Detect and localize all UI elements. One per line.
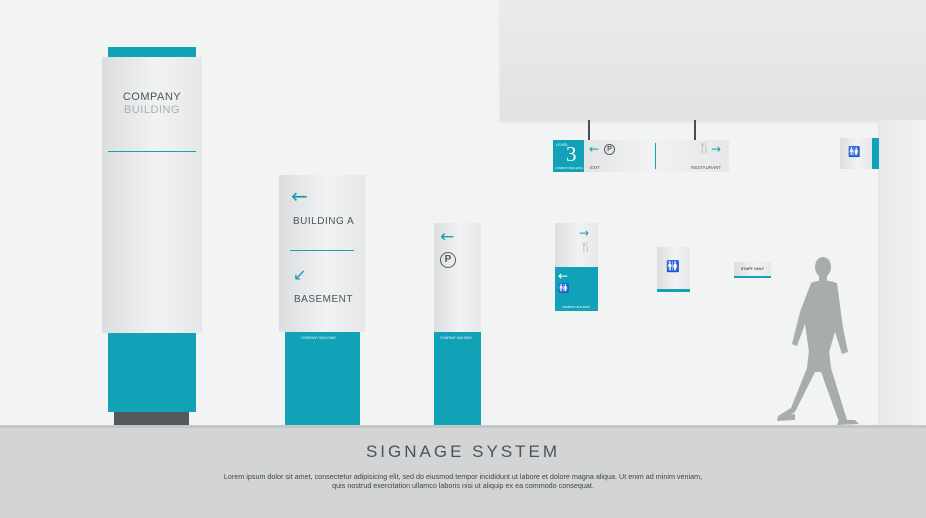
restaurant-icon: 🍴	[698, 143, 711, 154]
totem-divider	[108, 151, 196, 152]
staff-only-strip	[734, 276, 771, 278]
restroom-sign-strip	[657, 289, 690, 292]
totem-title: COMPANY	[122, 91, 182, 103]
staff-only-label: STAFF ONLY	[740, 267, 765, 271]
level-number: 3	[566, 142, 577, 166]
description-line: Lorem ipsum dolor sit amet, consectetur …	[223, 472, 703, 481]
hanger-rod-right	[694, 120, 696, 140]
arrow-left-icon: ←	[291, 184, 308, 208]
description-line: quis nostrud exercitation ullamco labori…	[332, 481, 594, 490]
restroom-sign: 🚻	[657, 247, 690, 289]
totem-base	[108, 333, 196, 412]
pillar-sign-strip	[872, 138, 879, 169]
totem-cap	[108, 47, 196, 57]
restroom-icon: 🚻	[558, 284, 570, 294]
parking-letter: P	[607, 146, 612, 153]
level-small-text: COMPANY BUILDING	[555, 166, 583, 170]
hanging-divider	[655, 143, 656, 169]
wall-sign: → 🍴 ← 🚻 COMPANY BUILDING	[555, 223, 598, 311]
directory-label-basement: BASEMENT	[294, 294, 354, 305]
level-word: LEVEL	[556, 142, 569, 147]
description: Lorem ipsum dolor sit amet, consectetur …	[150, 472, 776, 490]
directory-divider	[290, 250, 354, 251]
directory-label-building: BUILDING A	[293, 216, 355, 227]
exit-label: EXIT	[590, 165, 601, 170]
restroom-icon: 🚻	[848, 147, 861, 158]
parking-post-base: COMPANY BUILDING	[434, 332, 481, 425]
ceiling-soffit	[500, 0, 926, 120]
arrow-right-icon: →	[579, 226, 590, 240]
level-badge: LEVEL 3 COMPANY BUILDING	[553, 140, 584, 172]
arrow-down-left-icon: ↙	[293, 265, 307, 284]
restaurant-icon: 🍴	[580, 243, 592, 253]
restroom-icon: 🚻	[666, 260, 680, 273]
arrow-left-icon: ←	[589, 142, 600, 156]
totem-subtitle: BUILDING	[124, 104, 180, 116]
parking-icon: P	[440, 252, 456, 268]
hanging-sign: LEVEL 3 COMPANY BUILDING ← P EXIT 🍴 → RE…	[553, 140, 729, 172]
parking-post-footer: COMPANY BUILDING	[440, 336, 472, 340]
pillar	[878, 120, 926, 425]
restaurant-label: RESTAURANT	[691, 165, 722, 170]
wall-sign-lower: ← 🚻 COMPANY BUILDING	[555, 267, 598, 311]
hanger-rod-left	[588, 120, 590, 140]
parking-icon: P	[604, 144, 615, 155]
floor-edge	[0, 425, 926, 428]
directory-panel: ← BUILDING A ↙ BASEMENT	[279, 175, 365, 332]
page-title: SIGNAGE SYSTEM	[365, 442, 561, 461]
staff-only-sign: STAFF ONLY	[734, 262, 771, 276]
arrow-left-icon: ←	[558, 269, 569, 283]
totem-panel: COMPANY BUILDING	[102, 57, 202, 333]
parking-letter: P	[444, 254, 452, 265]
totem-plinth	[114, 412, 189, 425]
parking-post-panel: ← P	[434, 223, 481, 332]
directory-base: COMPANY BUILDING	[285, 332, 360, 425]
directory-footer-text: COMPANY BUILDING	[301, 336, 336, 340]
floor	[0, 425, 926, 518]
walking-person-silhouette	[777, 257, 859, 425]
pillar-sign: 🚻	[840, 138, 872, 169]
arrow-right-icon: →	[711, 142, 722, 156]
arrow-left-icon: ←	[440, 227, 455, 247]
wall-sign-footer: COMPANY BUILDING	[562, 305, 590, 309]
